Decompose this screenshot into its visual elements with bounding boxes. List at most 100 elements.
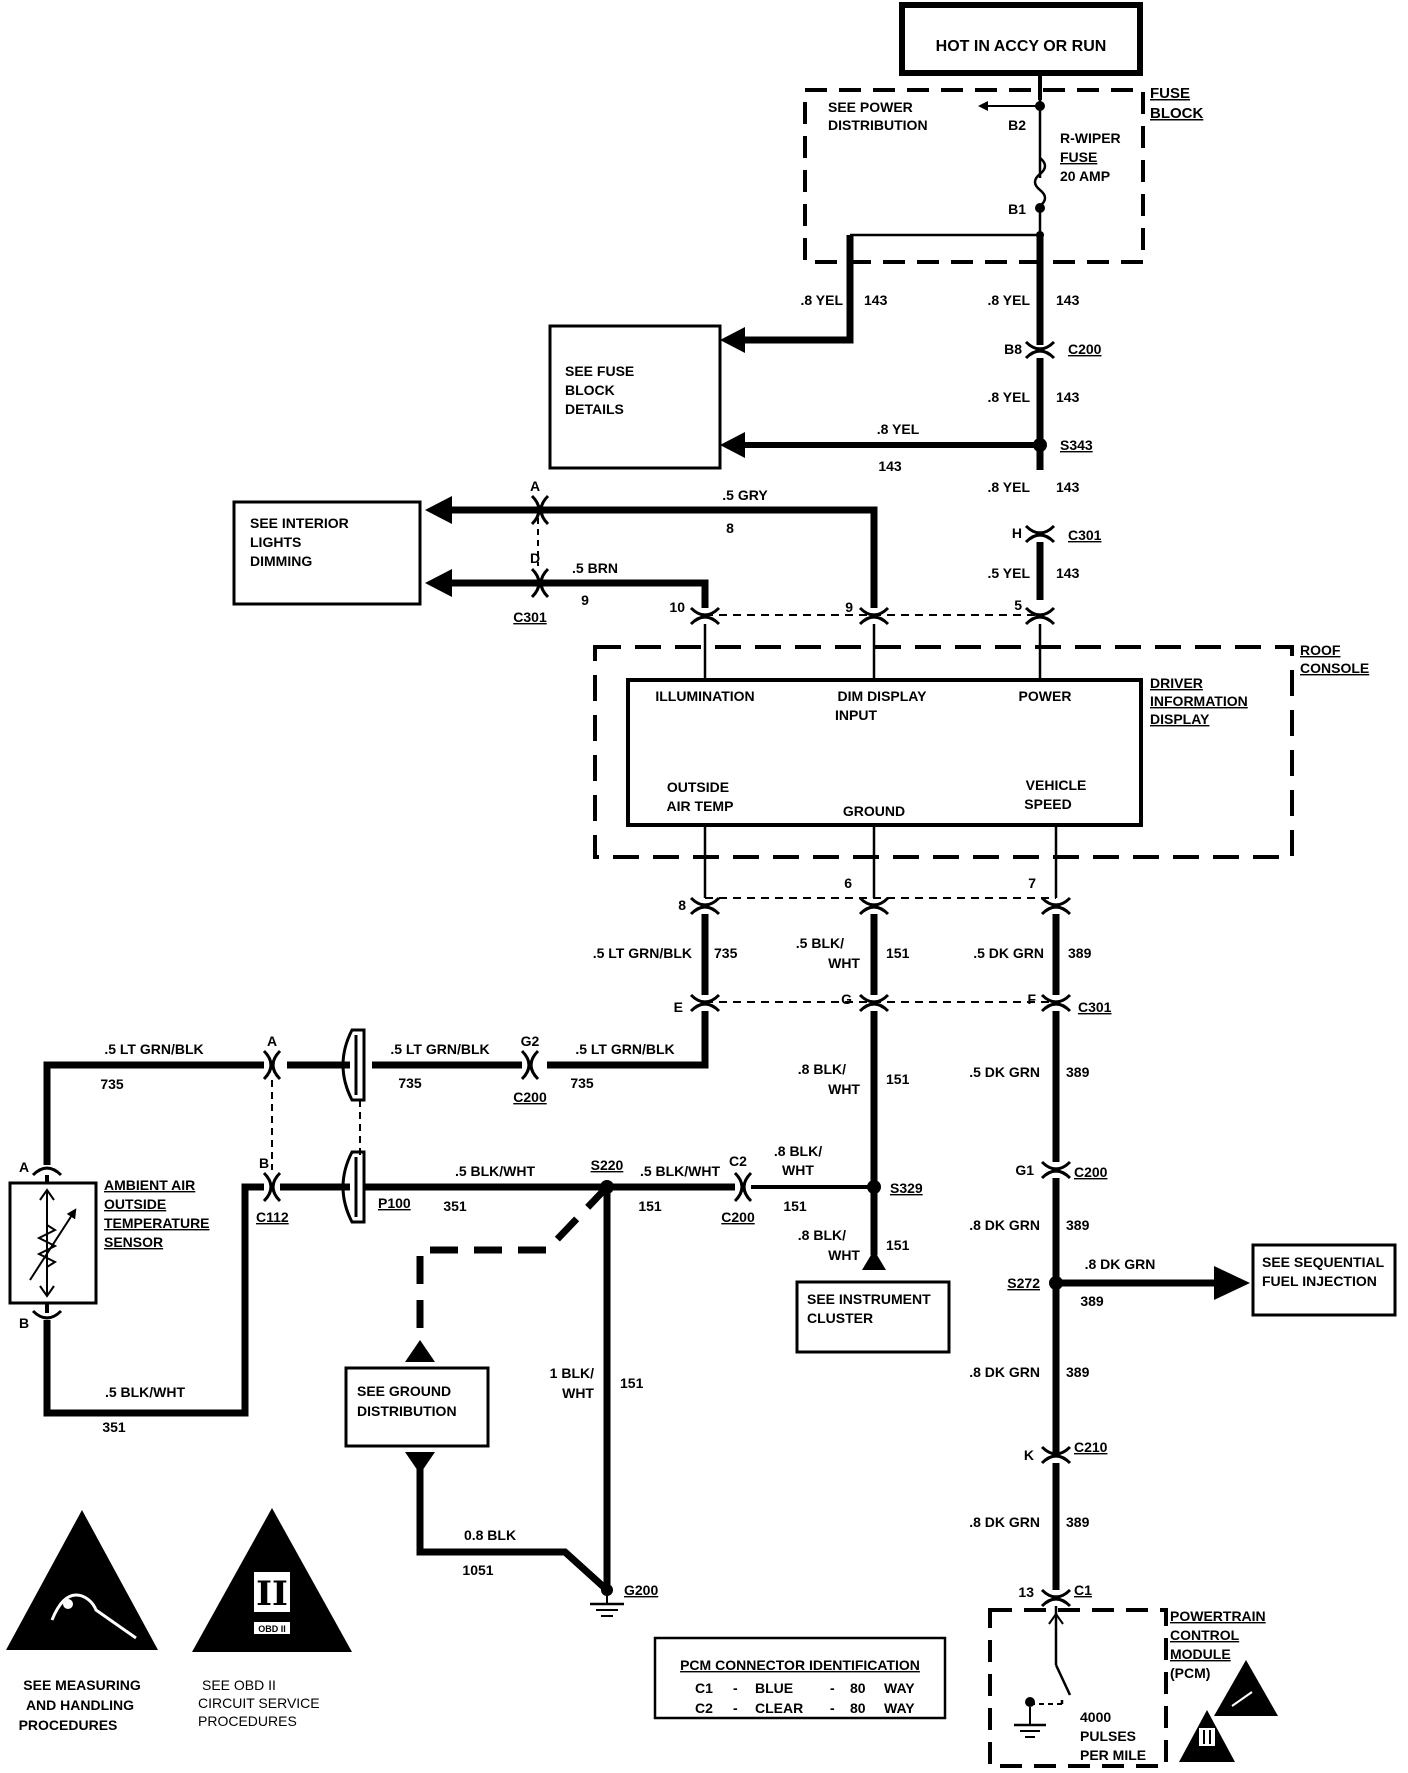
pcm-id-way-2: WAY xyxy=(884,1700,915,1716)
pcm-id-dash-2: - xyxy=(733,1700,738,1716)
pcm-switch-icon xyxy=(1014,1606,1072,1738)
pcm-id-conn-1: C1 xyxy=(695,1680,713,1696)
see-power-line1: SEE POWER xyxy=(828,99,913,115)
pin-h: H xyxy=(1012,525,1022,541)
wire-label-brn5: .5 BRN xyxy=(572,560,618,576)
wire-143-fuse-details xyxy=(730,235,854,344)
sensor-line1: AMBIENT AIR xyxy=(104,1177,195,1193)
conn-c200-c2: C200 xyxy=(721,1209,755,1225)
fuse-details-line3: DETAILS xyxy=(565,401,624,417)
pcm-connector-id-box xyxy=(653,1636,947,1720)
pcm-id-dash2-1: - xyxy=(830,1680,835,1696)
esd-icon-small xyxy=(1214,1660,1278,1716)
fuse-icon xyxy=(1033,157,1047,207)
sensor-pin-b-label: B xyxy=(19,1315,29,1331)
wire-label-blk8-b: .8 BLK/ xyxy=(798,1061,846,1077)
conn-c200-g1: C200 xyxy=(1074,1164,1108,1180)
circuit-151-d: 151 xyxy=(886,1071,910,1087)
pcm-line4: (PCM) xyxy=(1170,1665,1210,1681)
pin-7: 7 xyxy=(1028,875,1036,891)
conn-c210: C210 xyxy=(1074,1439,1108,1455)
pin-b-c112: B xyxy=(259,1155,269,1171)
circuit-151-a: 151 xyxy=(886,945,910,961)
arrow-s343-fuse-details xyxy=(720,432,745,458)
arrow-interior-9 xyxy=(425,569,452,597)
label-s272: S272 xyxy=(1007,1275,1040,1291)
conn-c200-g2: C200 xyxy=(513,1089,547,1105)
wire-label-yel8-d: .8 YEL xyxy=(877,421,920,437)
pin-f: F xyxy=(1027,991,1036,1007)
circuit-143-a: 143 xyxy=(864,292,888,308)
pcm-id-pins-2: 80 xyxy=(850,1700,866,1716)
sfi-line2: FUEL INJECTION xyxy=(1262,1273,1377,1289)
pin-g1: G1 xyxy=(1015,1162,1034,1178)
circuit-151-b: 151 xyxy=(638,1198,662,1214)
instrument-line2: CLUSTER xyxy=(807,1310,873,1326)
dic-bottom-pins xyxy=(689,896,1072,916)
pcm-id-color-1: BLUE xyxy=(755,1680,793,1696)
fuse-name-line3: 20 AMP xyxy=(1060,168,1110,184)
wire-label-dkgrn8-a: .8 DK GRN xyxy=(969,1217,1040,1233)
wire-label-yel8-c: .8 YEL xyxy=(987,389,1030,405)
sensor-pin-b xyxy=(31,1309,63,1320)
label-g200: G200 xyxy=(624,1582,658,1598)
connector-p100-lower xyxy=(341,1150,366,1224)
dic-vs-line2: SPEED xyxy=(1024,796,1071,812)
connector-c1-13 xyxy=(1040,1588,1072,1608)
wire-label-dkgrn8-c: .8 DK GRN xyxy=(969,1364,1040,1380)
pin-10: 10 xyxy=(669,599,685,615)
wire-label-wht-b: WHT xyxy=(782,1162,814,1178)
fuse-block-title-2: BLOCK xyxy=(1150,105,1203,122)
wire-label-wht-c: WHT xyxy=(828,1081,860,1097)
pulses-line1: 4000 xyxy=(1080,1709,1111,1725)
conn-p100: P100 xyxy=(378,1195,411,1211)
ground-dist-line2: DISTRIBUTION xyxy=(357,1403,457,1419)
circuit-351-b: 351 xyxy=(443,1198,467,1214)
ground-dist-line1: SEE GROUND xyxy=(357,1383,451,1399)
circuit-143-f: 143 xyxy=(1056,565,1080,581)
obd-icon-small xyxy=(1179,1710,1235,1762)
dic-title-1: DRIVER xyxy=(1150,675,1203,691)
conn-c301-a: C301 xyxy=(1068,527,1102,543)
circuit-389-e: 389 xyxy=(1066,1364,1090,1380)
pcm-id-title: PCM CONNECTOR IDENTIFICATION xyxy=(680,1657,920,1673)
pin-g: G xyxy=(841,991,852,1007)
pin-g2: G2 xyxy=(521,1033,540,1049)
circuit-1051: 1051 xyxy=(462,1562,493,1578)
arrow-instrument xyxy=(862,1250,886,1270)
sensor-pin-a-label: A xyxy=(19,1159,29,1175)
obd-line2: CIRCUIT SERVICE xyxy=(198,1695,320,1711)
connector-c200-g1 xyxy=(1040,1160,1072,1180)
circuit-389-f: 389 xyxy=(1066,1514,1090,1530)
arrow-fuse-details xyxy=(720,327,745,353)
wire-label-blk5-a: .5 BLK/ xyxy=(796,935,844,951)
sensor-pin-a xyxy=(31,1166,63,1177)
wire-label-yel8-a: .8 YEL xyxy=(800,292,843,308)
connector-p100-upper xyxy=(341,1028,366,1102)
wire-label-dkgrn5-a: .5 DK GRN xyxy=(973,945,1044,961)
sensor-line3: TEMPERATURE xyxy=(104,1215,210,1231)
wire-735-to-c200 xyxy=(547,1011,709,1069)
pcm-id-conn-2: C2 xyxy=(695,1700,713,1716)
interior-lights-box xyxy=(232,500,422,606)
connector-c210-k xyxy=(1040,1445,1072,1465)
pin-9: 9 xyxy=(845,599,853,615)
circuit-389-c: 389 xyxy=(1066,1217,1090,1233)
wire-9-brn xyxy=(540,579,709,608)
ground-distribution-box xyxy=(344,1366,490,1448)
label-s343: S343 xyxy=(1060,437,1093,453)
connector-c112-a xyxy=(262,1049,282,1081)
sequential-fuel-injection-box xyxy=(1251,1243,1397,1317)
hot-in-accy-or-run-box: HOT IN ACCY OR RUN xyxy=(899,2,1143,76)
wire-8-gry xyxy=(540,506,878,608)
pin-e: E xyxy=(674,999,683,1015)
conn-c1: C1 xyxy=(1074,1582,1092,1598)
arrow-sfi xyxy=(1214,1266,1250,1300)
wire-label-dkgrn5-b: .5 DK GRN xyxy=(969,1064,1040,1080)
pin-b1: B1 xyxy=(1008,201,1026,217)
connector-c200-b8 xyxy=(1024,340,1056,360)
wire-label-blkwht5-b: .5 BLK/WHT xyxy=(455,1163,536,1179)
wire-label-gry5: .5 GRY xyxy=(722,487,768,503)
fuse-block-title-1: FUSE xyxy=(1150,85,1190,102)
